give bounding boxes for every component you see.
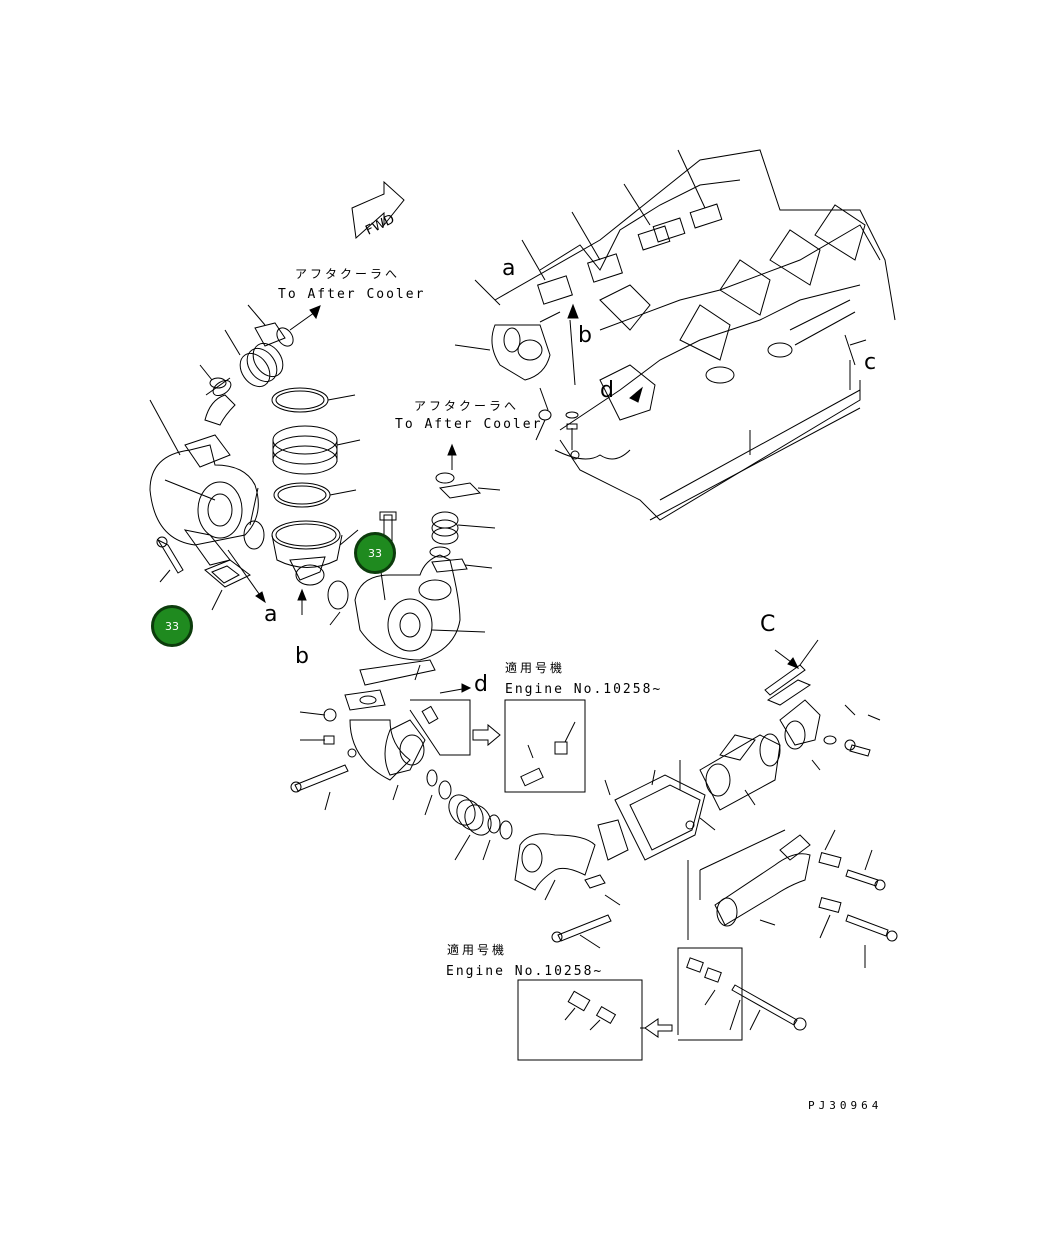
callout-33-turbo[interactable]: 33 (354, 532, 396, 574)
ref-letter-a-engine: a (502, 256, 516, 281)
callout-number: 33 (165, 619, 179, 633)
applicable-engine-jp-label-1: 適用号機 (505, 661, 566, 675)
air-pipe-right (429, 443, 501, 573)
applicable-engine-en-label-2: Engine No.10258~ (446, 964, 604, 979)
ref-letter-d-engine: d (600, 378, 614, 403)
gasket-c (764, 639, 819, 696)
exhaust-elbow-assembly (290, 689, 716, 949)
inset-d (409, 683, 586, 793)
inset-lower (517, 860, 807, 1061)
bolt-gasket-left (156, 536, 266, 611)
applicable-engine-jp-label-2: 適用号機 (447, 943, 508, 957)
to-after-cooler-jp-label-2: アフタクーラへ (414, 399, 520, 413)
ref-letter-b-turbo: b (295, 644, 309, 669)
turbocharger-left (149, 399, 265, 566)
air-pipe-left (199, 304, 321, 426)
ref-letter-c-engine: c (864, 350, 877, 375)
ref-letter-b-engine: b (578, 323, 592, 348)
clamp-and-gaskets-center (271, 387, 361, 626)
callout-33-left[interactable]: 33 (151, 605, 193, 647)
to-after-cooler-en-label-2: To After Cooler (395, 417, 543, 432)
to-after-cooler-en-label-1: To After Cooler (278, 287, 426, 302)
ref-letter-C-gasket: C (760, 612, 776, 637)
applicable-engine-en-label-1: Engine No.10258~ (505, 682, 663, 697)
turbocharger-right (354, 511, 486, 686)
callout-number: 33 (368, 546, 382, 560)
reference-arrows (539, 311, 856, 366)
fwd-text: FWD (363, 212, 397, 239)
engine-block (454, 149, 896, 521)
drawing-code: PJ30964 (808, 1099, 883, 1112)
to-after-cooler-jp-label-1: アフタクーラへ (295, 267, 401, 281)
ref-letter-a-turbo: a (264, 602, 278, 627)
ref-letter-d-inset: d (474, 672, 488, 697)
fwd-arrow-icon: FWD (351, 180, 405, 240)
exhaust-pipe-right (699, 679, 898, 968)
